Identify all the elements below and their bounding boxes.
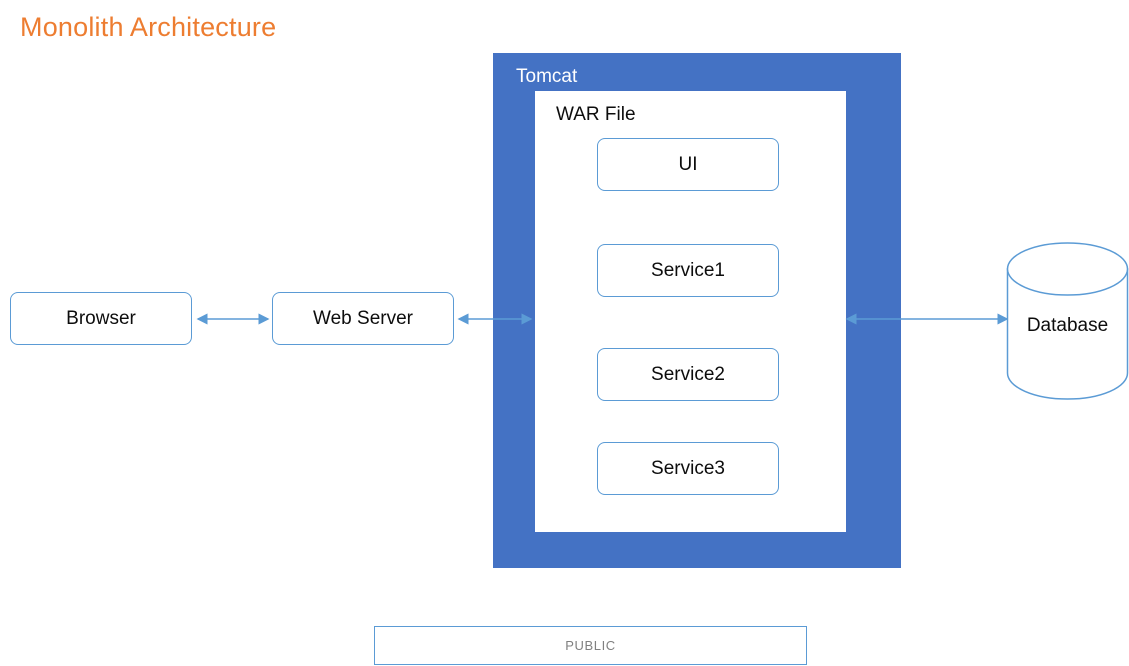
connector-browser-web-server[interactable] xyxy=(194,309,272,329)
connector-tomcat-database[interactable] xyxy=(843,309,1011,329)
component-box-service2[interactable]: Service2 xyxy=(597,348,779,401)
connector-web-server-tomcat[interactable] xyxy=(455,309,535,329)
component-box-ui[interactable]: UI xyxy=(597,138,779,191)
web-server-node[interactable]: Web Server xyxy=(272,292,454,345)
page-title: Monolith Architecture xyxy=(20,12,277,42)
database-label: Database xyxy=(1026,315,1109,336)
public-footer-bar[interactable]: PUBLIC xyxy=(374,626,807,665)
tomcat-label: Tomcat xyxy=(516,66,578,87)
component-box-service1[interactable]: Service1 xyxy=(597,244,779,297)
database-node[interactable]: Database xyxy=(1006,241,1129,401)
war-file-label: WAR File xyxy=(556,104,636,125)
component-box-service3[interactable]: Service3 xyxy=(597,442,779,495)
browser-node[interactable]: Browser xyxy=(10,292,192,345)
